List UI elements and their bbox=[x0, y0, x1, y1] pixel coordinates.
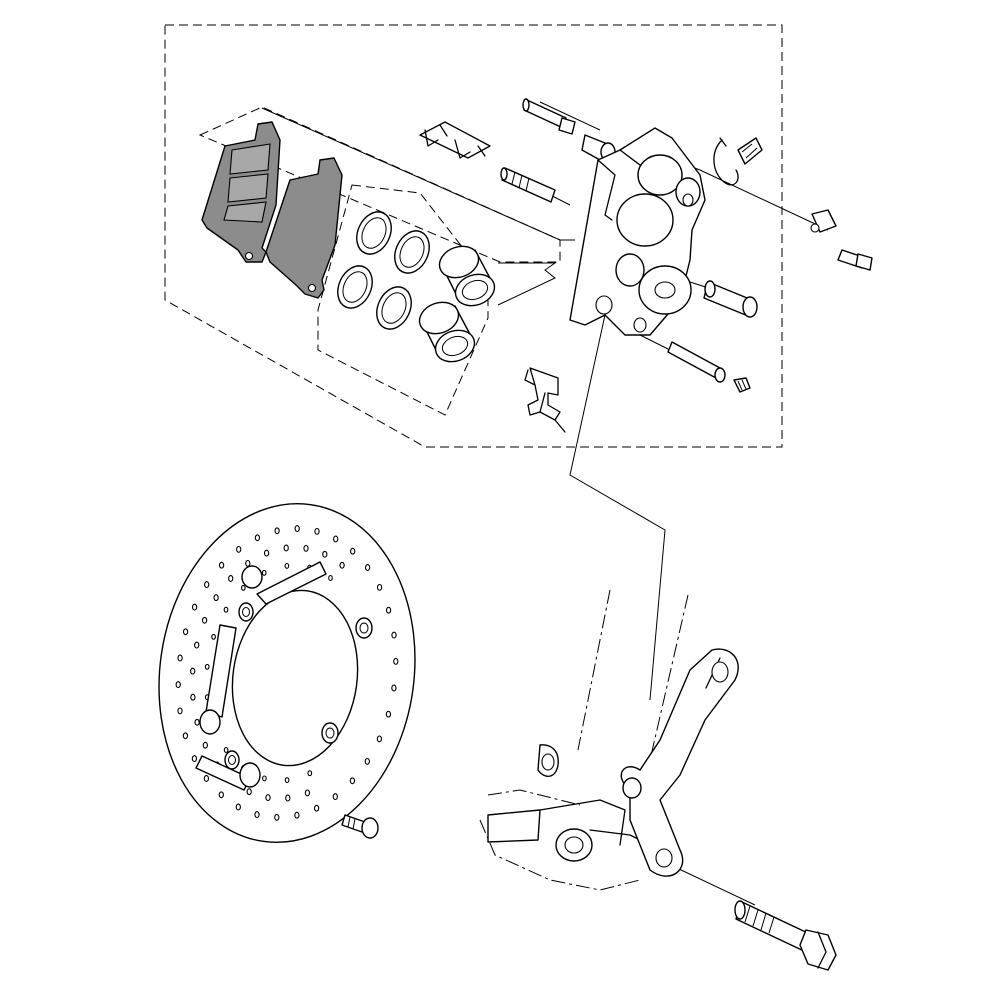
drill-hole bbox=[350, 547, 356, 555]
drill-hole bbox=[190, 693, 196, 701]
drill-hole bbox=[202, 741, 208, 749]
drill-hole bbox=[339, 561, 345, 569]
drill-hole bbox=[223, 747, 229, 753]
drill-hole bbox=[194, 718, 200, 726]
caliper-pistons[interactable] bbox=[415, 241, 499, 367]
drill-hole bbox=[376, 735, 383, 743]
disc-bolt[interactable] bbox=[341, 814, 379, 839]
brake-disc[interactable] bbox=[138, 487, 437, 859]
drill-hole bbox=[177, 654, 183, 662]
drill-hole bbox=[246, 788, 252, 796]
drill-hole bbox=[283, 544, 289, 552]
drill-hole bbox=[190, 667, 196, 675]
drill-hole bbox=[314, 527, 320, 535]
drill-hole bbox=[175, 681, 181, 689]
drill-hole bbox=[223, 606, 229, 613]
drill-hole bbox=[304, 789, 311, 797]
caliper-bracket[interactable] bbox=[620, 648, 739, 877]
drill-hole bbox=[236, 545, 242, 553]
drill-hole bbox=[211, 633, 216, 640]
piston-seal-kit[interactable] bbox=[331, 206, 499, 367]
drill-hole bbox=[213, 594, 219, 602]
bleed-screw[interactable] bbox=[713, 137, 873, 271]
pad-retainer[interactable] bbox=[524, 367, 566, 433]
drill-hole bbox=[328, 575, 333, 581]
small-nut bbox=[733, 377, 751, 393]
drill-hole bbox=[285, 794, 291, 802]
drill-hole bbox=[201, 616, 208, 624]
slide-pin-upper bbox=[522, 98, 576, 135]
drill-hole bbox=[385, 606, 392, 614]
bleed-cap bbox=[810, 209, 837, 233]
drill-hole bbox=[194, 641, 200, 649]
drill-hole bbox=[204, 663, 210, 670]
drill-hole bbox=[182, 732, 189, 740]
caliper-assembly-boundary bbox=[164, 24, 783, 448]
slide-pins[interactable] bbox=[500, 98, 758, 393]
drill-hole bbox=[322, 550, 328, 558]
drill-hole bbox=[385, 710, 392, 718]
drill-hole bbox=[228, 575, 234, 582]
disc-carrier-slots bbox=[195, 561, 327, 791]
drill-hole bbox=[313, 804, 320, 812]
drill-hole bbox=[182, 628, 189, 636]
piston-group-boundary bbox=[317, 184, 489, 416]
mount-bolt-small bbox=[837, 249, 873, 271]
drill-hole bbox=[218, 791, 224, 799]
drill-hole bbox=[191, 603, 198, 611]
drill-hole bbox=[349, 777, 356, 785]
drill-hole bbox=[364, 757, 370, 765]
pad-group-boundary bbox=[198, 106, 561, 263]
drill-hole bbox=[254, 534, 261, 542]
brake-pad-outer[interactable] bbox=[244, 157, 343, 299]
drill-hole bbox=[261, 569, 267, 576]
drill-hole bbox=[364, 564, 371, 571]
pad-spring[interactable] bbox=[419, 121, 491, 159]
drill-hole bbox=[294, 525, 300, 533]
brake-pad-set[interactable] bbox=[201, 121, 343, 299]
slide-pin-middle bbox=[500, 167, 556, 203]
drill-hole bbox=[235, 803, 241, 811]
drill-hole bbox=[265, 794, 271, 802]
drill-hole bbox=[376, 583, 383, 591]
drill-hole bbox=[393, 657, 399, 665]
drill-hole bbox=[391, 631, 397, 639]
drill-hole bbox=[391, 684, 397, 692]
axle-bolt[interactable] bbox=[734, 900, 837, 971]
drill-hole bbox=[262, 775, 267, 782]
drill-hole bbox=[218, 561, 225, 569]
long-pin-bolt bbox=[667, 341, 726, 383]
guide-pin-lower bbox=[703, 280, 758, 318]
fork-leg[interactable] bbox=[479, 589, 689, 891]
drill-hole bbox=[332, 793, 338, 801]
drill-hole bbox=[177, 707, 183, 715]
piston-seals[interactable] bbox=[331, 206, 436, 334]
drill-hole bbox=[333, 535, 339, 543]
drill-hole bbox=[284, 777, 290, 784]
drill-hole bbox=[263, 549, 270, 557]
drill-hole bbox=[204, 581, 210, 589]
drill-hole bbox=[203, 775, 210, 782]
drill-hole bbox=[303, 544, 309, 552]
drill-hole bbox=[307, 770, 313, 777]
drill-hole bbox=[274, 527, 280, 535]
disc-mount-bolts bbox=[224, 602, 373, 770]
drill-hole bbox=[274, 813, 280, 821]
drill-hole bbox=[245, 559, 251, 567]
drill-hole bbox=[284, 562, 290, 569]
caliper-body[interactable] bbox=[569, 127, 706, 336]
drill-hole bbox=[240, 584, 246, 591]
drill-hole bbox=[254, 811, 260, 819]
drill-hole bbox=[294, 811, 300, 819]
brake-pad-inner[interactable] bbox=[201, 121, 281, 263]
drill-hole bbox=[191, 755, 198, 763]
